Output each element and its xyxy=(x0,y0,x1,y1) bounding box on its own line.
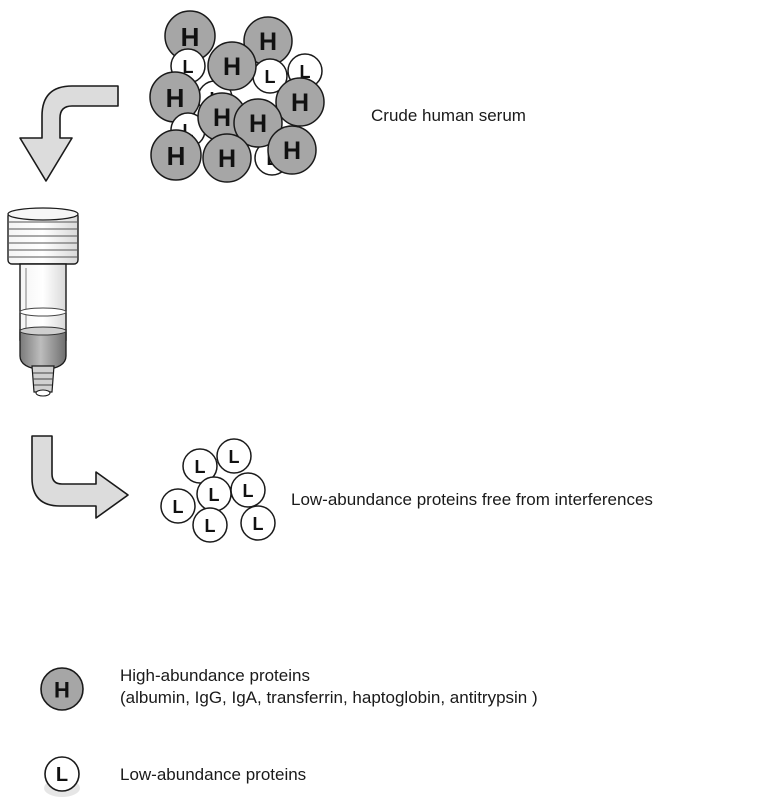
low-abundance-protein: L xyxy=(160,488,196,524)
svg-text:H: H xyxy=(213,104,231,132)
svg-text:L: L xyxy=(183,57,194,77)
low-abundance-protein: L xyxy=(192,507,228,543)
svg-text:H: H xyxy=(291,89,309,117)
high-abundance-protein: H xyxy=(149,71,201,123)
high-abundance-protein: H xyxy=(233,98,283,148)
svg-text:H: H xyxy=(218,145,236,173)
svg-text:H: H xyxy=(167,141,186,171)
high-abundance-protein: H xyxy=(150,129,202,181)
low-abundance-protein: L xyxy=(182,448,218,484)
low-abundance-protein: L xyxy=(240,505,276,541)
crude-serum-label: Crude human serum xyxy=(371,106,526,125)
legend-low-title: Low-abundance proteins xyxy=(120,765,307,784)
high-abundance-protein: H xyxy=(275,77,325,127)
svg-text:L: L xyxy=(205,516,216,536)
bent-arrow-right-icon xyxy=(31,435,129,519)
svg-text:L: L xyxy=(183,121,194,141)
svg-text:L: L xyxy=(195,457,206,477)
depleted-output-label: Low-abundance proteins free from interfe… xyxy=(291,490,653,509)
svg-text:L: L xyxy=(300,62,311,82)
high-abundance-protein: H xyxy=(267,125,317,175)
legend-high-examples: (albumin, IgG, IgA, transferrin, haptogl… xyxy=(120,688,538,707)
svg-text:H: H xyxy=(283,137,301,165)
low-abundance-protein: L xyxy=(230,472,266,508)
svg-text:H: H xyxy=(166,83,185,113)
crude-serum-protein-cluster: HLHLLHLHHLLHHHHH xyxy=(149,10,325,183)
svg-text:L: L xyxy=(56,764,68,786)
svg-text:L: L xyxy=(243,481,254,501)
high-abundance-protein: H xyxy=(202,133,252,183)
legend-low-abundance-icon: L xyxy=(44,756,80,797)
high-abundance-protein: H xyxy=(207,41,257,91)
svg-text:L: L xyxy=(229,447,240,467)
svg-text:H: H xyxy=(249,110,267,138)
svg-text:H: H xyxy=(181,22,200,52)
svg-text:H: H xyxy=(223,53,241,81)
low-abundance-protein: L xyxy=(196,476,232,512)
low-abundance-protein: L xyxy=(216,438,252,474)
legend-high-abundance-icon: H xyxy=(40,667,84,711)
svg-text:L: L xyxy=(253,514,264,534)
legend-high-title: High-abundance proteins xyxy=(120,666,310,685)
svg-text:L: L xyxy=(209,485,220,505)
svg-text:L: L xyxy=(265,67,276,87)
svg-text:L: L xyxy=(173,497,184,517)
spin-column-icon xyxy=(7,207,79,397)
bent-arrow-down-icon xyxy=(19,85,119,182)
svg-text:H: H xyxy=(259,28,277,56)
svg-text:H: H xyxy=(54,678,70,703)
